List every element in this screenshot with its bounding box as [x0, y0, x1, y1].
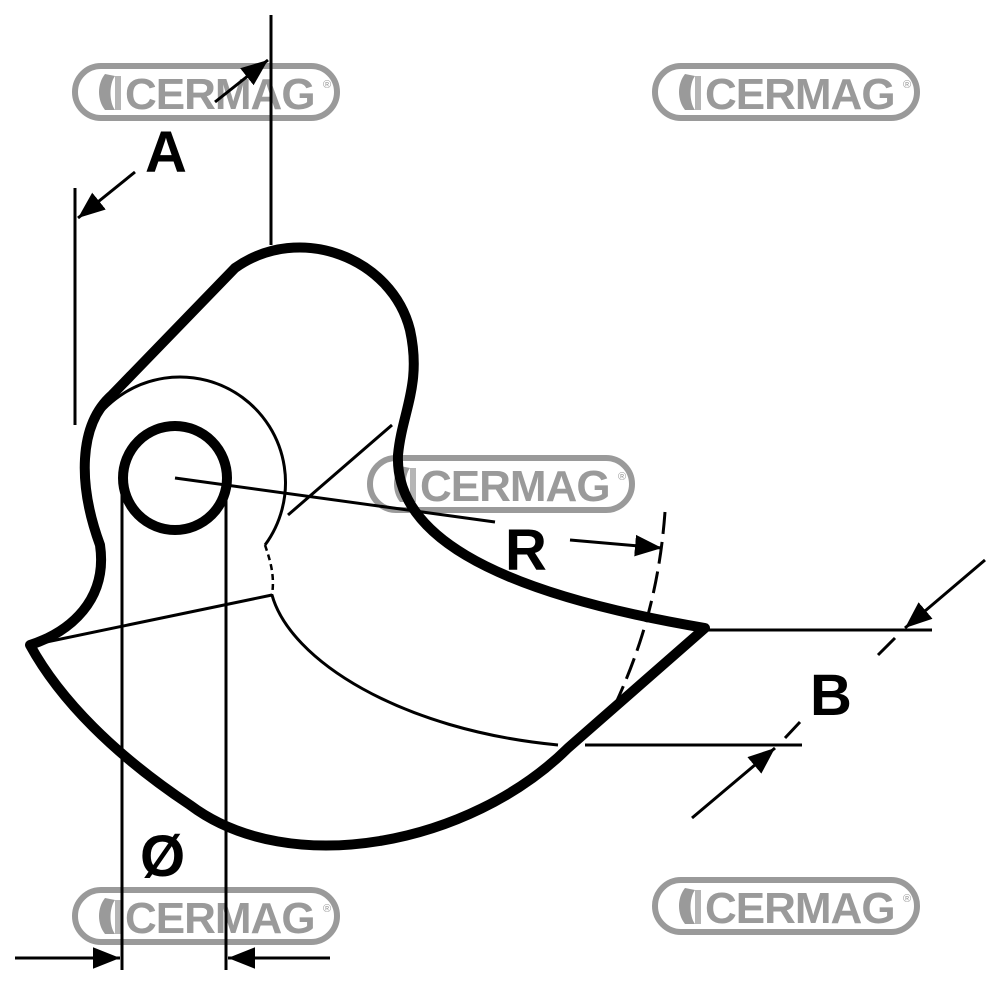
boss-circle — [93, 375, 287, 546]
shoulder-line — [287, 423, 393, 517]
dim-arrow-b-bottom — [691, 746, 776, 820]
svg-text:®: ® — [323, 903, 331, 915]
svg-text:CERMAG: CERMAG — [420, 462, 610, 511]
dim-arrow-a-left — [77, 170, 136, 220]
watermark-top-right: CERMAG ® — [655, 66, 917, 119]
dim-arrow-b-top — [904, 558, 986, 630]
label-diameter: Ø — [140, 824, 185, 889]
watermark-bottom-left: CERMAG ® — [75, 890, 337, 943]
radius-arc-dashed — [613, 511, 667, 706]
svg-text:CERMAG: CERMAG — [705, 70, 895, 119]
watermark-center: CERMAG ® — [370, 458, 632, 511]
watermark-bottom-right: CERMAG ® — [655, 880, 917, 933]
watermark-top-left: CERMAG ® — [75, 66, 337, 119]
dim-arrow-a-right — [214, 58, 269, 104]
svg-text:®: ® — [903, 79, 911, 91]
svg-text:®: ® — [618, 471, 626, 483]
blade-inner-arc — [270, 594, 559, 747]
boss-circle-dashed — [263, 544, 275, 596]
label-a: A — [145, 120, 187, 185]
label-r: R — [505, 518, 547, 583]
svg-text:CERMAG: CERMAG — [705, 884, 895, 933]
radius-line — [174, 476, 496, 524]
label-b: B — [810, 663, 852, 728]
svg-text:®: ® — [903, 893, 911, 905]
radius-arrow — [569, 534, 663, 557]
dim-arrow-b-bottom-tail — [783, 720, 802, 740]
part-outline — [25, 242, 710, 851]
svg-text:CERMAG: CERMAG — [125, 894, 315, 943]
svg-text:CERMAG: CERMAG — [125, 70, 315, 119]
svg-text:®: ® — [323, 79, 331, 91]
dim-arrow-b-top-tail — [876, 636, 897, 657]
edge-line — [31, 593, 273, 647]
